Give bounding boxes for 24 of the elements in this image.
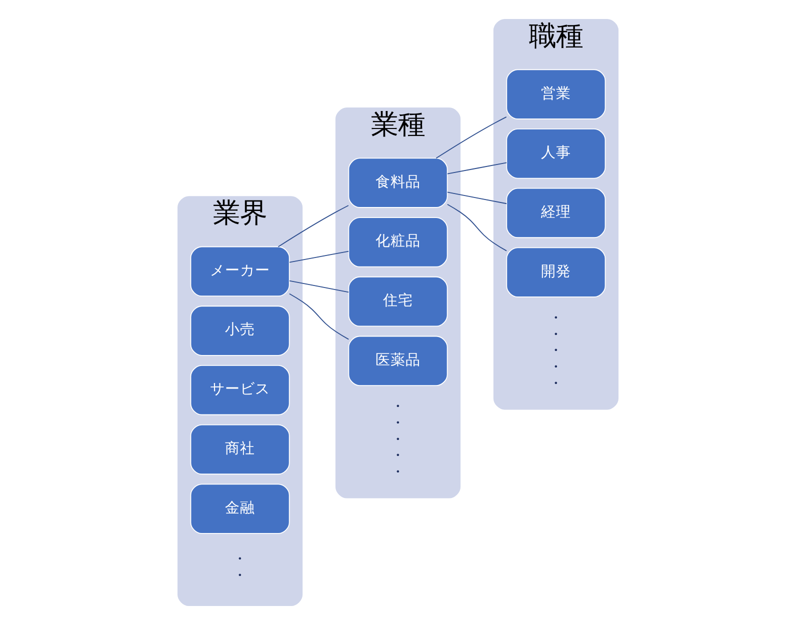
node-box: 人事	[506, 128, 606, 179]
connector	[436, 116, 507, 159]
node-box: 商社	[190, 424, 290, 475]
node-box: サービス	[190, 365, 290, 416]
node-box: 営業	[506, 69, 606, 120]
node-box: 経理	[506, 188, 606, 238]
label: ・・・・・	[548, 309, 564, 392]
connector	[447, 162, 507, 174]
node-box: 医薬品	[348, 336, 448, 386]
connector	[278, 205, 349, 248]
node-box: 住宅	[348, 276, 448, 327]
connector	[446, 204, 507, 252]
label: ・・	[232, 550, 248, 584]
connector	[289, 280, 350, 293]
node-box: 金融	[190, 484, 290, 534]
label: ・・・・・	[390, 398, 406, 481]
connector	[288, 293, 350, 340]
connector	[447, 192, 507, 204]
node-box: 化粧品	[348, 217, 448, 268]
connector	[289, 250, 350, 263]
node-box: 食料品	[348, 158, 448, 208]
node-box: メーカー	[190, 246, 290, 297]
node-box: 小売	[190, 306, 290, 356]
node-box: 開発	[506, 247, 606, 298]
